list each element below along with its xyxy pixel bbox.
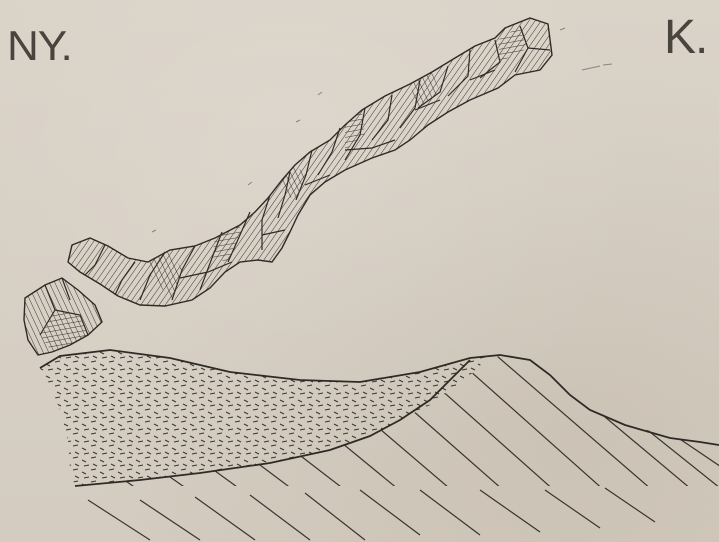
isolated-block — [24, 278, 102, 355]
bed-lower-strokes — [88, 488, 655, 540]
ridge-body — [68, 18, 552, 306]
crystalline-ridge — [68, 18, 552, 306]
